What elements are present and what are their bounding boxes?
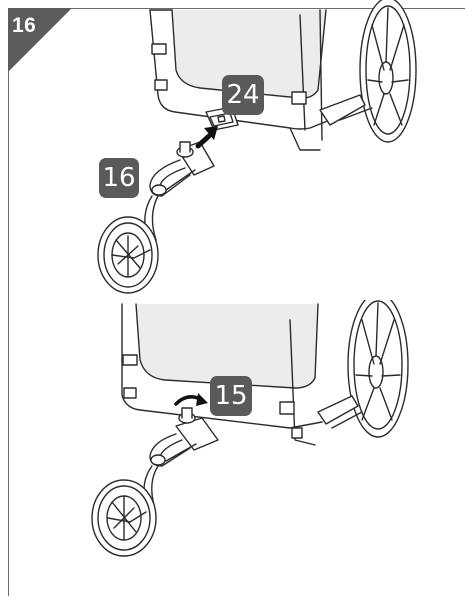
trailer-body	[149, 9, 331, 151]
callout-15: 15	[210, 376, 252, 416]
front-wheel-bracket	[144, 141, 215, 241]
front-wheel	[97, 216, 159, 294]
rotate-arrow-icon	[174, 393, 208, 406]
callout-16: 16	[99, 158, 139, 198]
arrow-up-right-icon	[195, 126, 218, 149]
callout-24: 24	[222, 75, 264, 115]
tighten-knob-figure	[91, 300, 409, 557]
rear-wheel	[319, 0, 417, 143]
step-corner-tab	[8, 8, 72, 72]
rear-wheel	[317, 300, 409, 438]
attach-bracket-figure	[97, 0, 417, 294]
panel-frame	[8, 8, 465, 596]
trailer-body	[121, 303, 323, 446]
step-number: 16	[12, 14, 37, 37]
front-wheel	[91, 479, 157, 557]
front-wheel-bracket	[143, 407, 219, 506]
